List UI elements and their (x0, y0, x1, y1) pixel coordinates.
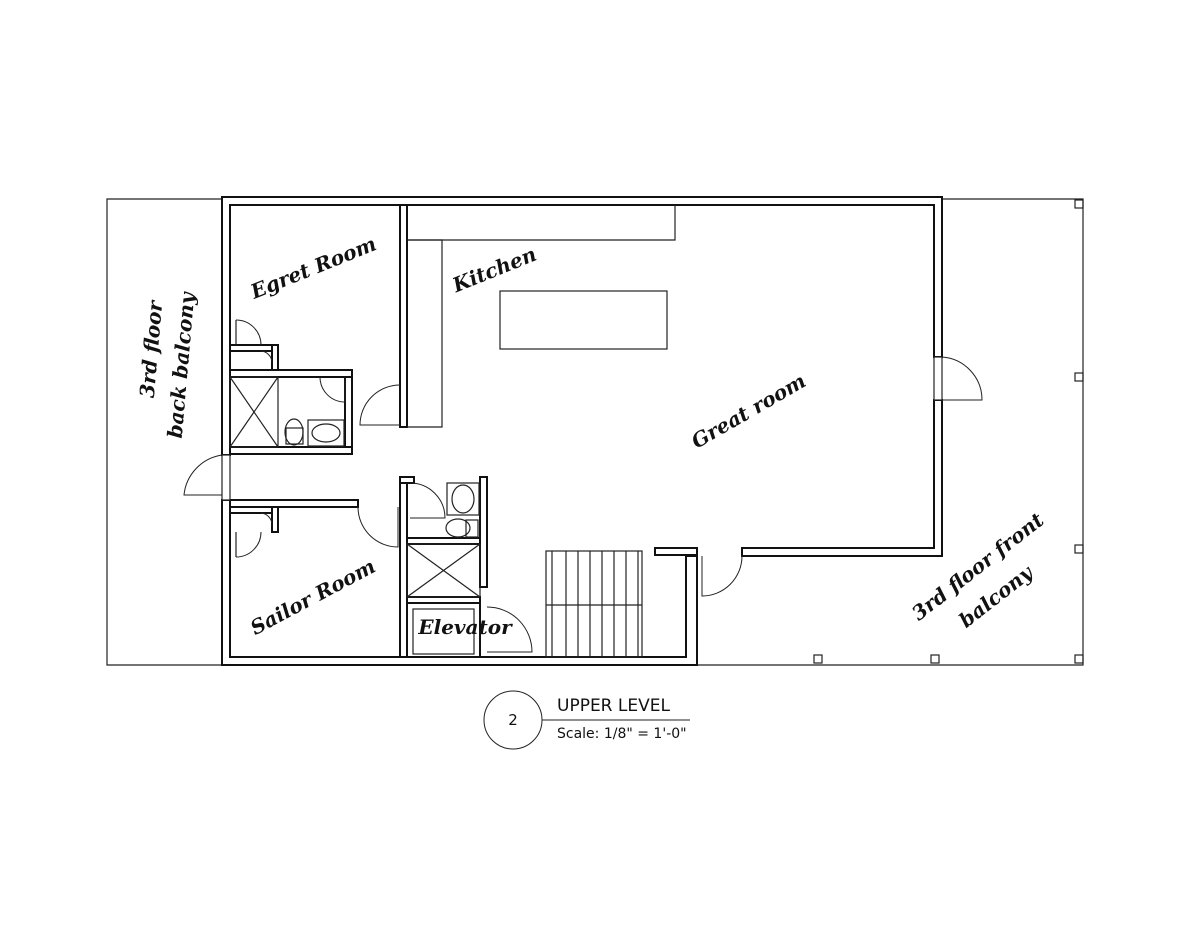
egret-bath-fixtures (229, 376, 345, 448)
back-balcony-label-line1: 3rd floor (135, 298, 168, 398)
doors (183, 319, 983, 653)
kitchen-label: Kitchen (448, 242, 540, 298)
sailor-room-label: Sailor Room (246, 554, 379, 640)
center-bath-fixtures (406, 482, 481, 598)
stairs (545, 550, 643, 658)
drawing-title: UPPER LEVEL (557, 696, 670, 716)
interior-walls (229, 204, 698, 658)
elevator-label: Elevator (417, 615, 513, 639)
drawing-number: 2 (508, 711, 518, 729)
back-balcony-outline (106, 198, 222, 666)
great-room-label: Great room (687, 369, 810, 454)
front-balcony-outline (695, 198, 1084, 666)
title-block: 2 UPPER LEVEL Scale: 1/8" = 1'-0" (483, 690, 690, 750)
back-balcony-label-line2: back balcony (163, 290, 200, 439)
egret-room-label: Egret Room (246, 231, 379, 304)
drawing-scale: Scale: 1/8" = 1'-0" (557, 726, 687, 742)
kitchen-counters (407, 205, 676, 428)
